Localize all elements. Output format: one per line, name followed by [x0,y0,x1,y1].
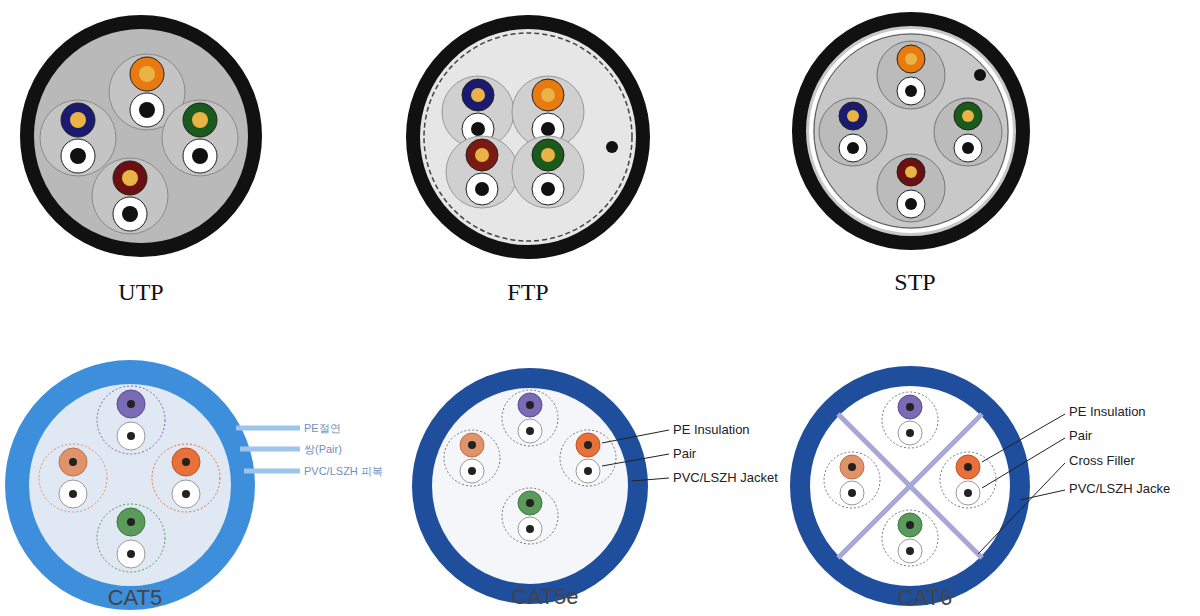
part-label: PVC/LSZH Jacket [673,471,778,485]
pair [824,452,880,508]
cat6-cable [800,376,1065,596]
part-label: PVC/LSZH 피복 [304,465,383,477]
stp-cable [799,19,1023,243]
drain-wire [974,69,986,81]
part-label: PE Insulation [673,423,750,437]
part-label: PVC/LSZH Jacke [1069,482,1170,496]
cable-caption: FTP [507,279,548,305]
drain-wire [606,141,618,153]
part-label: Pair [1069,429,1092,443]
cat5e-cable [422,378,669,594]
twisted-pair [40,100,116,176]
pair [502,390,558,446]
shielded-pair [877,154,945,222]
twisted-pair [512,136,584,208]
pair [882,510,938,566]
twisted-pair [446,136,518,208]
part-label: PE절연 [304,422,341,434]
pair [882,392,938,448]
twisted-pair [162,100,238,176]
cross-filler [838,414,982,558]
part-label: 쌍(Pair) [304,443,342,455]
part-label: Cross Filler [1069,454,1135,468]
part-label: PE Insulation [1069,405,1146,419]
cable-caption: CAT6 [898,586,953,610]
pair [502,488,558,544]
ftp-cable [413,22,643,252]
pair [560,430,616,486]
pair [444,430,500,486]
pair [97,504,165,572]
pair [39,444,107,512]
utp-cable [27,22,255,250]
leader-line [978,414,1065,554]
pair [97,386,165,454]
twisted-pair [92,158,168,234]
shielded-pair [819,98,887,166]
cat5-cable [17,372,300,598]
pair [152,444,220,512]
shielded-pair [934,98,1002,166]
cable-caption: CAT5e [512,585,579,609]
pair [940,452,996,508]
cable-caption: UTP [118,279,163,305]
leader-bar [236,428,300,471]
part-label: Pair [673,447,696,461]
leader-line [602,430,669,481]
cable-caption: STP [894,269,935,295]
shielded-pair [877,41,945,109]
cable-caption: CAT5 [108,586,163,610]
